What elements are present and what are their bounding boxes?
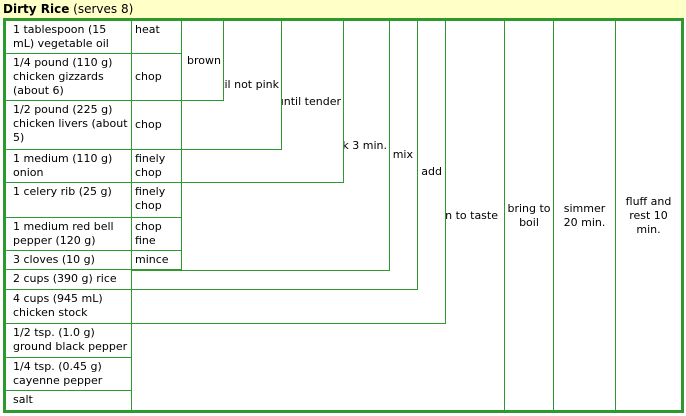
prep-action-cell: chop: [131, 53, 182, 101]
recipe-name: Dirty Rice: [3, 2, 70, 16]
step-bring-to-boil: bring to boil: [504, 20, 554, 411]
ingredient-cell: 1/4 pound (110 g) chicken gizzards (abou…: [5, 53, 132, 101]
step-fluff-and-rest: fluff and rest 10 min.: [615, 20, 682, 411]
ingredient-cell: 3 cloves (10 g) garlic: [5, 250, 132, 270]
ingredient-cell: 1 medium red bell pepper (120 g): [5, 217, 132, 251]
recipe-serves: (serves 8): [69, 2, 134, 16]
ingredient-cell: 1 tablespoon (15 mL) vegetable oil: [5, 20, 132, 54]
ingredient-cell: 1/4 tsp. (0.45 g) cayenne pepper: [5, 357, 132, 391]
ingredient-cell: 1/2 pound (225 g) chicken livers (about …: [5, 100, 132, 150]
step-simmer: simmer 20 min.: [553, 20, 616, 411]
ingredient-cell: 4 cups (945 mL) chicken stock: [5, 289, 132, 324]
prep-action-cell: chop: [131, 100, 182, 150]
prep-action-cell: heat: [131, 20, 182, 54]
ingredient-cell: salt: [5, 390, 132, 411]
recipe-title: Dirty Rice (serves 8): [0, 0, 686, 18]
prep-action-cell: chop fine: [131, 217, 182, 251]
prep-action-cell: finely chop: [131, 182, 182, 218]
ingredient-cell: 2 cups (390 g) rice: [5, 269, 132, 290]
ingredient-cell: 1/2 tsp. (1.0 g) ground black pepper: [5, 323, 132, 358]
prep-action-cell: finely chop: [131, 149, 182, 183]
ingredient-cell: 1 medium (110 g) onion: [5, 149, 132, 183]
ingredient-cell: 1 celery rib (25 g): [5, 182, 132, 218]
prep-action-cell: mince: [131, 250, 182, 270]
